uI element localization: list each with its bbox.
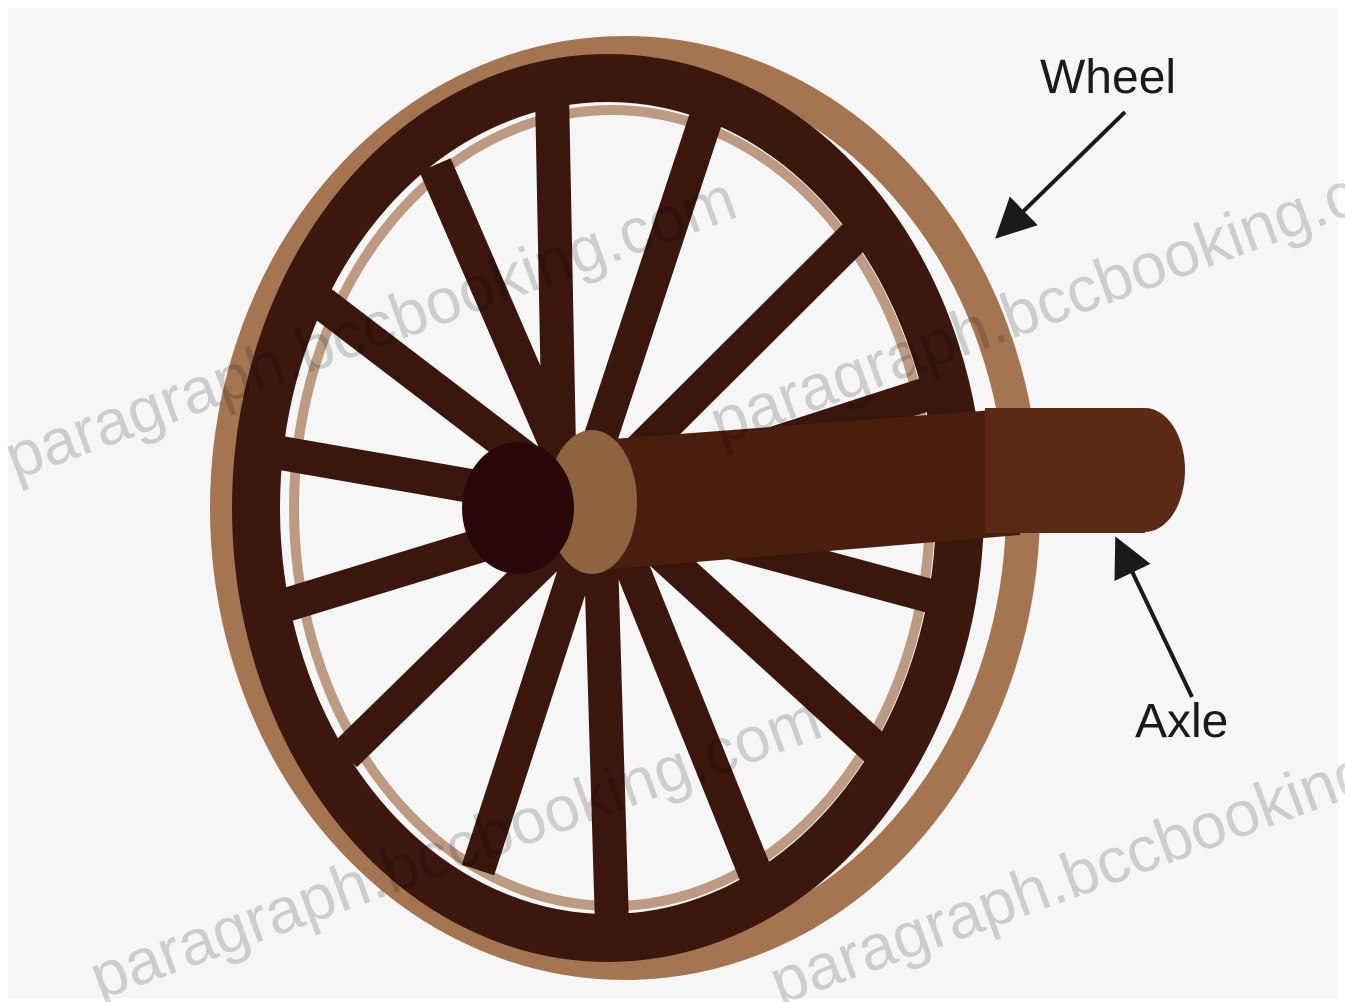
wheel-label: Wheel — [1040, 51, 1176, 104]
axle-end — [1105, 408, 1185, 532]
axle-label: Axle — [1135, 695, 1228, 748]
hub-center — [462, 442, 574, 574]
spoke — [600, 525, 612, 925]
